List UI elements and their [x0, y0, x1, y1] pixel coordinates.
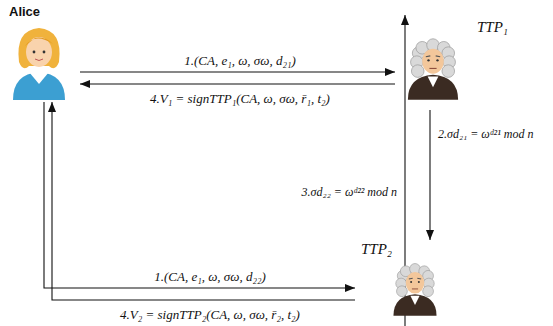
alice-figure [13, 28, 65, 100]
party-node: Alice [5, 2, 80, 102]
mouth [412, 288, 418, 289]
message-arrow [429, 110, 430, 240]
label-holder: 2.σd₂₁ = ωᵈ²¹ mod n [436, 124, 535, 142]
face [406, 272, 424, 294]
label-holder: 3.σd₂₂ = ωᵈ²² mod n [300, 182, 399, 200]
wig-curl [397, 286, 408, 297]
message-label: 3.σd₂₂ = ωᵈ²² mod n [300, 184, 399, 200]
message-label: 4.V₁ = signTTP₁(CA, ω, σω, r̄₁, t₂) [148, 91, 332, 107]
message-arrow [52, 102, 355, 300]
brows [409, 278, 421, 280]
label-holder: 4.V₁ = signTTP₁(CA, ω, σω, r̄₁, t₂) [148, 89, 332, 107]
wig-curl [442, 65, 455, 78]
collar [29, 72, 49, 84]
eye [427, 59, 429, 61]
eye [33, 51, 36, 54]
judge-icon [399, 37, 467, 107]
eye [436, 59, 438, 61]
robe [393, 294, 436, 316]
wig-curl [411, 65, 424, 78]
node-label: TTP₂ [361, 241, 392, 258]
judge-figure [393, 264, 436, 316]
wig-curl [423, 286, 434, 297]
person-icon [5, 22, 73, 100]
face [26, 37, 52, 67]
node-label: Alice [9, 4, 40, 19]
fringe [25, 38, 53, 46]
node-label: TTP₁ [477, 19, 508, 36]
robe [408, 75, 458, 100]
message-label: 4.V₂ = signTTP₂(CA, ω, σω, r̄₂, t₂) [118, 307, 302, 323]
message-label: 2.σd₂₁ = ωᵈ²¹ mod n [436, 126, 535, 142]
judge-figure [408, 39, 458, 100]
label-holder: 1.(CA, e₁, ω, σω, d₂₂) [152, 267, 268, 285]
jabot [428, 76, 439, 87]
message-label: 1.(CA, e₁, ω, σω, d₂₂) [152, 269, 268, 285]
brows [426, 55, 440, 57]
message-label: 1.(CA, e₁, ω, σω, d₂₁) [182, 53, 298, 69]
label-holder: 4.V₂ = signTTP₂(CA, ω, σω, r̄₂, t₂) [118, 305, 302, 323]
ttp-node: TTP₁ [395, 15, 530, 110]
judge-icon [385, 262, 445, 322]
face [422, 49, 444, 74]
jabot [410, 296, 419, 305]
hair [18, 28, 59, 68]
shirt [13, 72, 65, 100]
mouth [429, 68, 436, 69]
message-arrow [80, 83, 395, 84]
message-arrow [80, 71, 395, 72]
eye [43, 51, 46, 54]
eye [418, 281, 420, 283]
ttp-node: TTP₂ [355, 240, 465, 326]
mouth [35, 59, 43, 61]
label-holder: 1.(CA, e₁, ω, σω, d₂₁) [182, 51, 298, 69]
eye [410, 281, 412, 283]
